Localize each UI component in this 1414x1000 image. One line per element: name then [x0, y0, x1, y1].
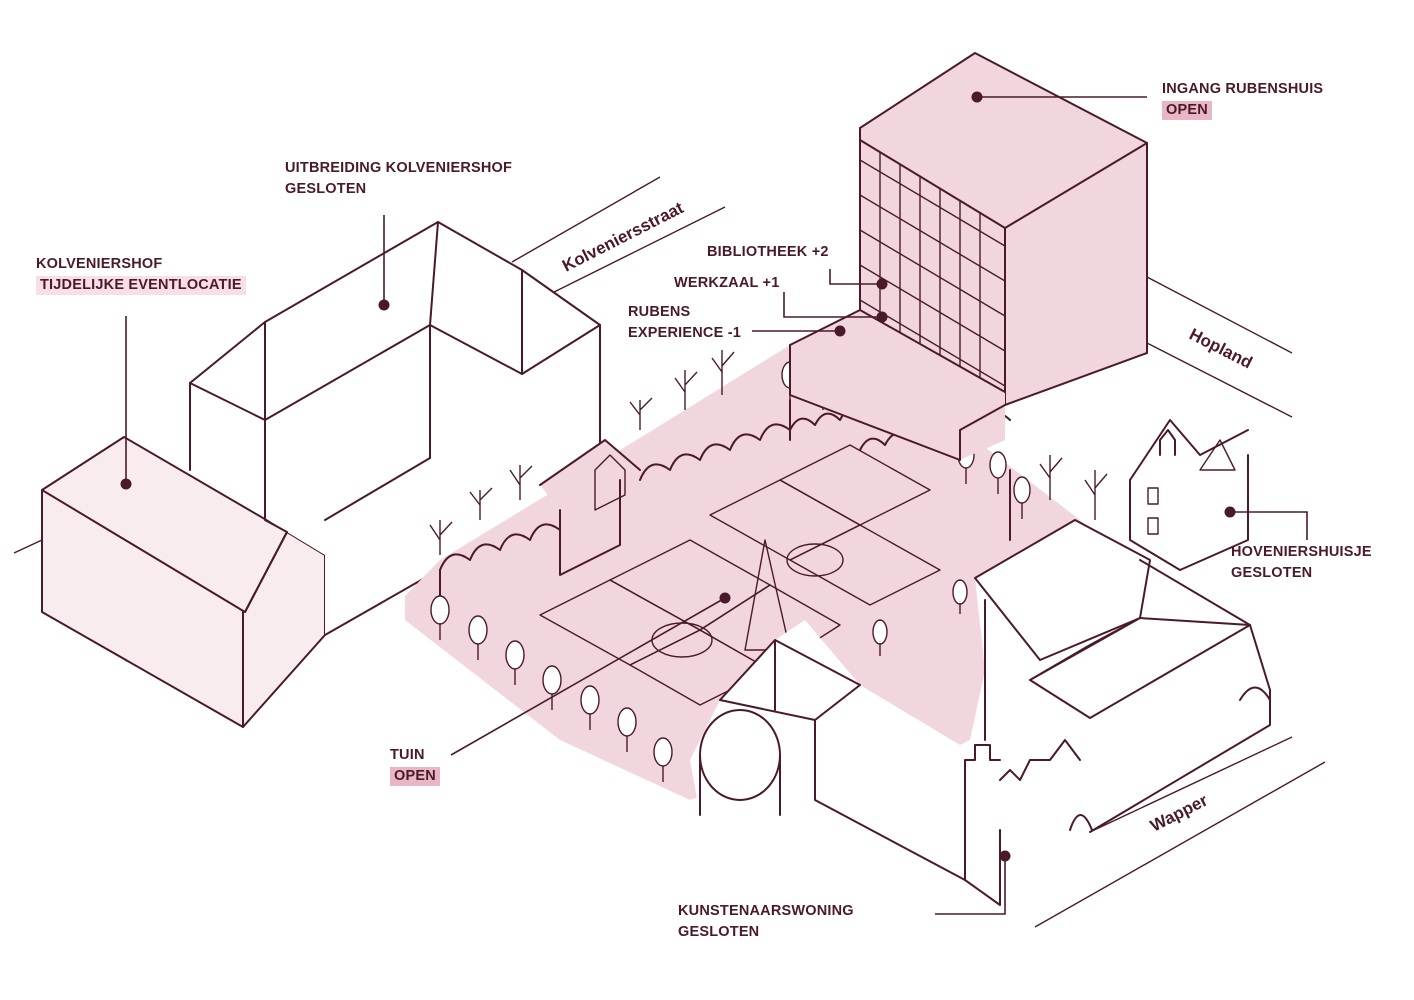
tower-facade-grid: [859, 152, 1006, 394]
location-dot-icon: [876, 311, 888, 323]
location-dot-icon: [120, 478, 132, 490]
label-kolveniershof[interactable]: KOLVENIERSHOF TIJDELIJKE EVENTLOCATIE: [36, 254, 246, 296]
label-tuin[interactable]: TUIN OPEN: [390, 745, 440, 787]
location-name: KUNSTENAARSWONING: [678, 903, 854, 919]
status-text: GESLOTEN: [678, 924, 760, 940]
location-dot-icon: [834, 325, 846, 337]
status-badge-open: OPEN: [1162, 101, 1212, 120]
garden-pavilion: [539, 439, 641, 576]
location-name: UITBREIDING KOLVENIERSHOF: [285, 160, 513, 176]
label-hoveniershuisje[interactable]: HOVENIERSHUISJE GESLOTEN: [1231, 542, 1372, 584]
location-dot-icon: [378, 299, 390, 311]
location-name: TUIN: [390, 747, 425, 763]
garden-beds: [539, 444, 941, 706]
status-text: GESLOTEN: [285, 181, 367, 197]
location-name: KOLVENIERSHOF: [36, 256, 163, 272]
location-dot-icon: [876, 278, 888, 290]
street-label-hopland: Hopland: [1186, 325, 1255, 373]
location-name: HOVENIERSHUISJE: [1231, 544, 1372, 560]
location-dot-icon: [999, 850, 1011, 862]
label-rubens-experience[interactable]: RUBENS EXPERIENCE -1: [628, 302, 741, 344]
location-name-line2: EXPERIENCE -1: [628, 325, 741, 341]
location-name-line1: RUBENS: [628, 304, 691, 320]
hoveniershuisje-building: [1129, 412, 1249, 571]
location-name: WERKZAAL +1: [674, 275, 780, 291]
label-bibliotheek[interactable]: BIBLIOTHEEK +2: [707, 242, 829, 263]
label-kunstenaarswoning[interactable]: KUNSTENAARSWONING GESLOTEN: [678, 901, 854, 943]
location-name: BIBLIOTHEEK +2: [707, 244, 829, 260]
leader-lines: [120, 91, 1308, 915]
location-dot-icon: [719, 592, 731, 604]
location-dot-icon: [971, 91, 983, 103]
label-uitbreiding-kolveniershof[interactable]: UITBREIDING KOLVENIERSHOF GESLOTEN: [285, 158, 512, 200]
location-name: INGANG RUBENSHUIS: [1162, 81, 1324, 97]
street-label-kolveniersstraat: Kolveniersstraat: [559, 198, 687, 276]
label-ingang-rubenshuis[interactable]: INGANG RUBENSHUIS OPEN: [1162, 79, 1323, 121]
status-badge-open: OPEN: [390, 767, 440, 786]
status-badge-event: TIJDELIJKE EVENTLOCATIE: [36, 276, 246, 295]
kunstenaarswoning-building: [690, 519, 1271, 906]
street-label-wapper: Wapper: [1147, 790, 1211, 835]
status-text: GESLOTEN: [1231, 565, 1313, 581]
label-werkzaal[interactable]: WERKZAAL +1: [674, 273, 779, 294]
location-dot-icon: [1224, 506, 1236, 518]
rubenshuis-tower: [789, 52, 1148, 461]
